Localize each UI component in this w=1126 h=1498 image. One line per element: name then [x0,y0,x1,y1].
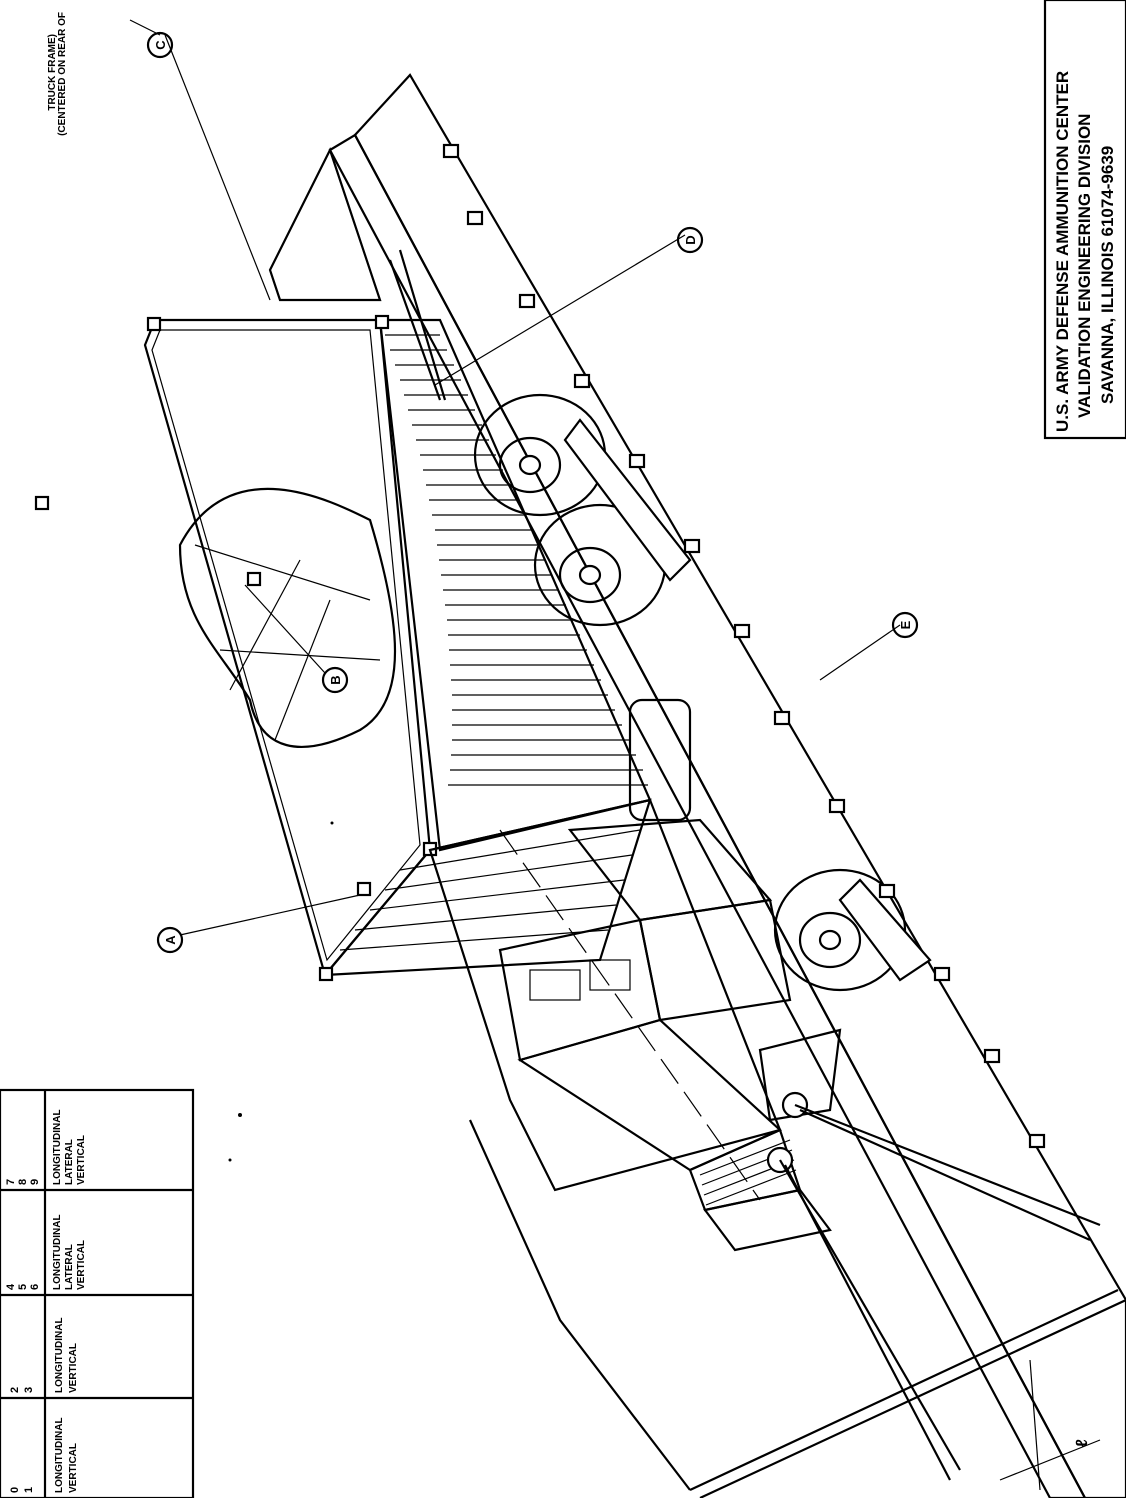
callout-a-label: A [163,935,178,945]
callout-c-note-2: TRUCK FRAME) [47,34,58,111]
callout-leaders [129,19,901,936]
legend-num: 8 [17,1179,29,1185]
truck [428,393,932,1252]
legend-num: 6 [29,1284,41,1290]
legend-label: VERTICAL [76,1240,87,1290]
legend-row-1: 7 8 9 LONGITUDINAL LATERAL VERTICAL [5,1109,87,1185]
isocontainer [34,314,652,982]
callout-e: E [891,611,919,639]
speck [228,1158,232,1162]
title-line-1: U.S. ARMY DEFENSE AMMUNITION CENTER [1053,71,1072,432]
title-line-3: SAVANNA, ILLINOIS 61074-9639 [1098,146,1117,404]
legend-label: LONGITUDINAL [52,1109,63,1185]
stake-pockets [442,143,1046,1149]
legend-label: LONGITUDINAL [54,1417,65,1493]
legend-label: LATERAL [64,1139,75,1185]
legend-num: 0 [9,1487,21,1493]
legend-row-2: 4 5 6 LONGITUDINAL LATERAL VERTICAL [5,1214,87,1290]
callout-d: D [676,226,704,254]
title-block: U.S. ARMY DEFENSE AMMUNITION CENTER VALI… [1043,0,1126,440]
legend-label: LATERAL [64,1244,75,1290]
callout-d-label: D [683,235,698,244]
legend-row-3: 2 3 LONGITUDINAL VERTICAL [9,1317,79,1393]
centerline-symbol: ℓ [1074,1439,1091,1447]
callout-c: C (CENTERED ON REAR OF TRUCK FRAME) [47,12,174,136]
callout-e-label: E [898,620,913,629]
legend-num: 5 [17,1284,29,1290]
legend-label: LONGITUDINAL [54,1317,65,1393]
speck [238,1113,242,1117]
callout-c-label: C [153,40,168,50]
end-corrugation [339,829,641,951]
callout-b: B [321,666,349,694]
legend-num: 7 [5,1179,17,1185]
legend-num: 9 [29,1179,41,1185]
legend-num: 4 [5,1283,17,1290]
flatcar-deck [268,73,1126,1498]
legend-num: 1 [23,1487,35,1493]
callout-a: A [156,926,184,954]
legend-label: VERTICAL [68,1343,79,1393]
callout-b-label: B [328,675,343,684]
title-line-2: VALIDATION ENGINEERING DIVISION [1075,114,1094,418]
legend-num: 2 [9,1387,21,1393]
speck [330,821,334,825]
legend-row-4: 0 1 LONGITUDINAL VERTICAL [9,1417,79,1493]
legend-label: VERTICAL [68,1443,79,1493]
legend-label: LONGITUDINAL [52,1214,63,1290]
tie-down-cables [388,249,1101,1481]
callout-c-note-1: (CENTERED ON REAR OF [57,12,68,136]
legend-table: 7 8 9 LONGITUDINAL LATERAL VERTICAL 4 5 … [0,1088,195,1498]
legend-label: VERTICAL [76,1135,87,1185]
legend-num: 3 [23,1387,35,1393]
